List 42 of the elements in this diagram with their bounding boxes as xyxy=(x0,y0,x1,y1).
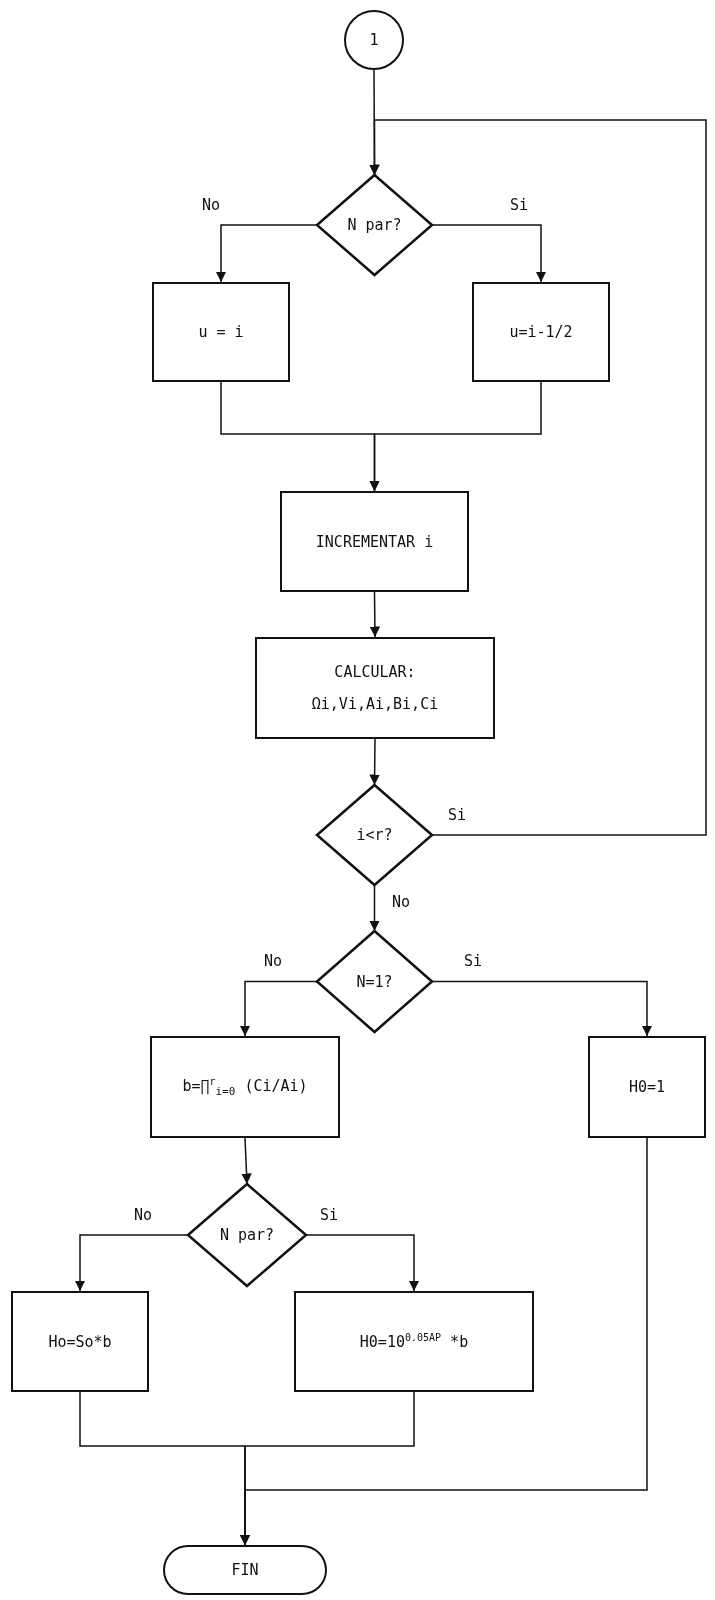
process-box xyxy=(588,1036,706,1138)
condition-text: N par? xyxy=(347,216,402,234)
process-text: INCREMENTAR i xyxy=(315,532,434,551)
connector-circle xyxy=(344,10,404,70)
arrow xyxy=(369,884,380,932)
decision-diamond xyxy=(317,175,432,275)
condition-text: N=1? xyxy=(356,972,393,991)
arrow xyxy=(369,738,380,786)
process-text: Ωi,Vi,Ai,Bi,Ci xyxy=(311,695,439,713)
arrow xyxy=(74,1234,189,1292)
process-text: Ho=So*b xyxy=(48,1332,112,1351)
process-text: H0=10$^{0.05AP}$ *b xyxy=(359,1332,469,1351)
process-box xyxy=(294,1291,534,1392)
arrow xyxy=(369,381,542,492)
process-box xyxy=(11,1291,149,1392)
arrow xyxy=(369,591,381,638)
decision-diamond xyxy=(317,785,432,885)
process-text: b=∏$^{r}$$_{i=0}$ (Ci/Ai) xyxy=(182,1076,308,1098)
terminator-text: FIN xyxy=(231,1561,259,1579)
arrow xyxy=(431,980,653,1037)
process-box xyxy=(150,1036,340,1138)
arrow xyxy=(241,1137,252,1185)
process-box xyxy=(152,282,290,382)
arrow xyxy=(305,1234,420,1292)
connector-number: 1 xyxy=(369,31,379,49)
process-box xyxy=(255,637,495,739)
decision-diamond xyxy=(188,1184,306,1286)
process-text: H0=1 xyxy=(628,1078,666,1096)
process-text: u=i-1/2 xyxy=(509,323,573,341)
decision-diamond xyxy=(317,931,432,1032)
condition-text: N par? xyxy=(219,1226,275,1244)
process-box xyxy=(280,491,469,592)
arrow xyxy=(239,980,318,1037)
process-box xyxy=(472,282,610,382)
arrow xyxy=(431,224,547,283)
terminator xyxy=(163,1545,327,1595)
process-text: CALCULAR: xyxy=(334,663,416,681)
arrow xyxy=(369,119,707,836)
arrow xyxy=(239,1137,648,1546)
condition-text: i<r? xyxy=(356,826,393,844)
process-text: u = i xyxy=(198,323,244,341)
arrow xyxy=(215,224,318,283)
